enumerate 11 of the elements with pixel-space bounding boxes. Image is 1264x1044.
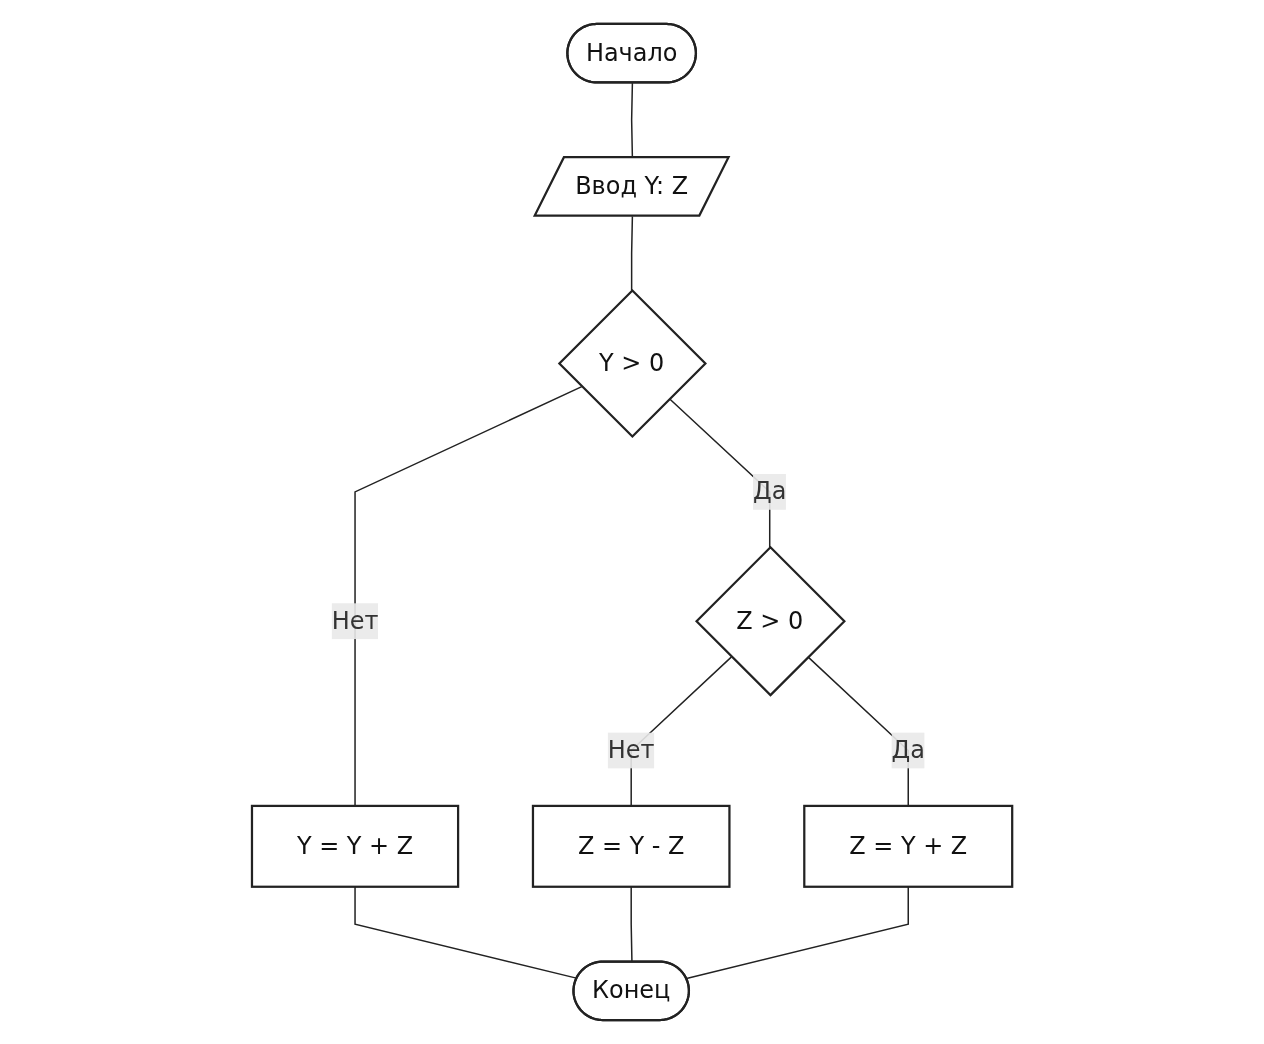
- edge-label: Нет: [331, 606, 379, 635]
- edge-label: Да: [891, 735, 925, 764]
- edge-label: Нет: [607, 735, 655, 764]
- connector: [630, 215, 634, 292]
- node-diamond: Y > 0: [557, 288, 707, 439]
- node-box: Z = Y - Z: [531, 804, 731, 888]
- connector: [685, 886, 909, 980]
- edge-label: Да: [752, 476, 787, 506]
- node-box: Y = Y + Z: [250, 804, 460, 888]
- node-diamond: Z > 0: [694, 545, 846, 697]
- node-box: Z = Y + Z: [803, 804, 1014, 888]
